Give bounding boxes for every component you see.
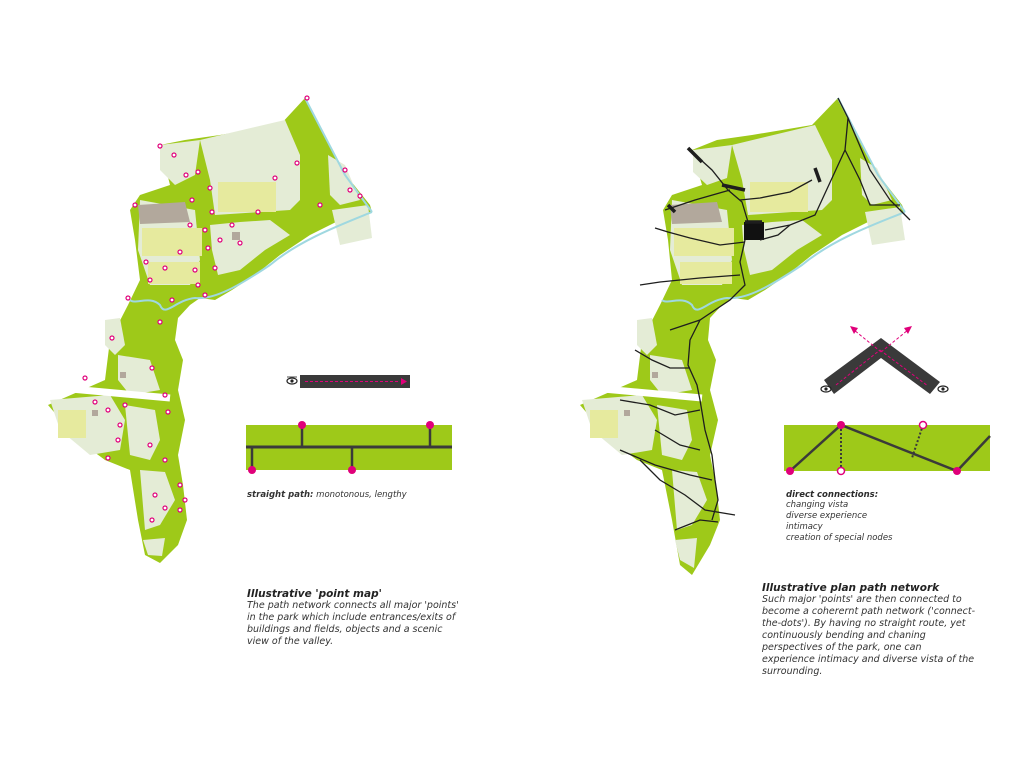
left-river (129, 97, 373, 311)
left-park-area (48, 98, 372, 563)
right-field (672, 470, 707, 530)
left-sports-field (58, 410, 86, 438)
right-building (670, 202, 722, 224)
right-road (591, 384, 703, 402)
arrow-head (401, 378, 407, 385)
point-icon-open (836, 466, 846, 476)
arrow-icon (853, 329, 882, 353)
direct-connections-item: diverse experience (786, 511, 868, 521)
eye-icon (286, 376, 298, 385)
point-icon (953, 467, 961, 475)
direct-connections-title: direct connections: (786, 490, 879, 500)
left-building (138, 202, 190, 224)
straight-path-note-bold: straight path: (247, 490, 314, 500)
point-icon (426, 421, 434, 429)
direct-connections-item: changing vista (786, 500, 849, 510)
right-path-network (619, 97, 911, 531)
right-caption: Illustrative plan path network Such majo… (762, 582, 977, 678)
right-central-node (744, 222, 764, 240)
right-sports-field (590, 410, 618, 438)
right-building-small (624, 410, 630, 416)
right-caption-body: Such major 'points' are then connected t… (762, 594, 976, 677)
direct-connections-item: creation of special nodes (786, 533, 893, 543)
left-sports-field (142, 228, 202, 256)
left-sports-field (148, 262, 200, 284)
straight-path-note: straight path: monotonous, lengthy (247, 490, 467, 501)
right-field (675, 538, 697, 568)
left-points (82, 95, 363, 523)
eye-icon (937, 385, 949, 393)
left-field (118, 355, 160, 395)
right-field (637, 318, 657, 355)
left-field (210, 220, 290, 275)
left-field (328, 155, 360, 205)
bent-path (824, 338, 940, 394)
eye-icon (820, 385, 832, 393)
point-icon (298, 421, 306, 429)
point-icon (248, 466, 256, 474)
left-building-small (120, 372, 126, 378)
direct-path-line (789, 423, 991, 473)
right-field (860, 158, 892, 205)
point-icon (786, 467, 794, 475)
arrow-icon (880, 329, 909, 353)
point-icon-open (918, 420, 928, 430)
direct-connections-note: direct connections: changing vista diver… (786, 490, 986, 544)
right-river (661, 97, 906, 311)
point-icon (837, 421, 845, 429)
right-sports-field (674, 228, 734, 256)
right-path-network-bold (666, 146, 822, 224)
direct-path-field (784, 425, 990, 471)
left-caption-title: Illustrative 'point map' (247, 588, 382, 600)
right-park-area (580, 98, 905, 575)
right-building-small (652, 372, 658, 378)
straight-path-note-text: monotonous, lengthy (313, 490, 407, 500)
left-field (143, 538, 165, 556)
direct-connections-item: intimacy (786, 522, 823, 532)
left-road (59, 384, 171, 402)
point-icon (348, 466, 356, 474)
left-field (160, 140, 200, 185)
left-building-small (92, 410, 98, 416)
right-field (693, 145, 732, 185)
left-sports-field (218, 182, 276, 212)
left-caption: Illustrative 'point map' The path networ… (247, 588, 467, 648)
left-building-small (232, 232, 240, 240)
right-field (650, 355, 692, 395)
left-caption-body: The path network connects all major 'poi… (247, 600, 459, 647)
right-caption-title: Illustrative plan path network (762, 582, 940, 594)
left-field (140, 470, 175, 530)
left-field (105, 318, 125, 355)
